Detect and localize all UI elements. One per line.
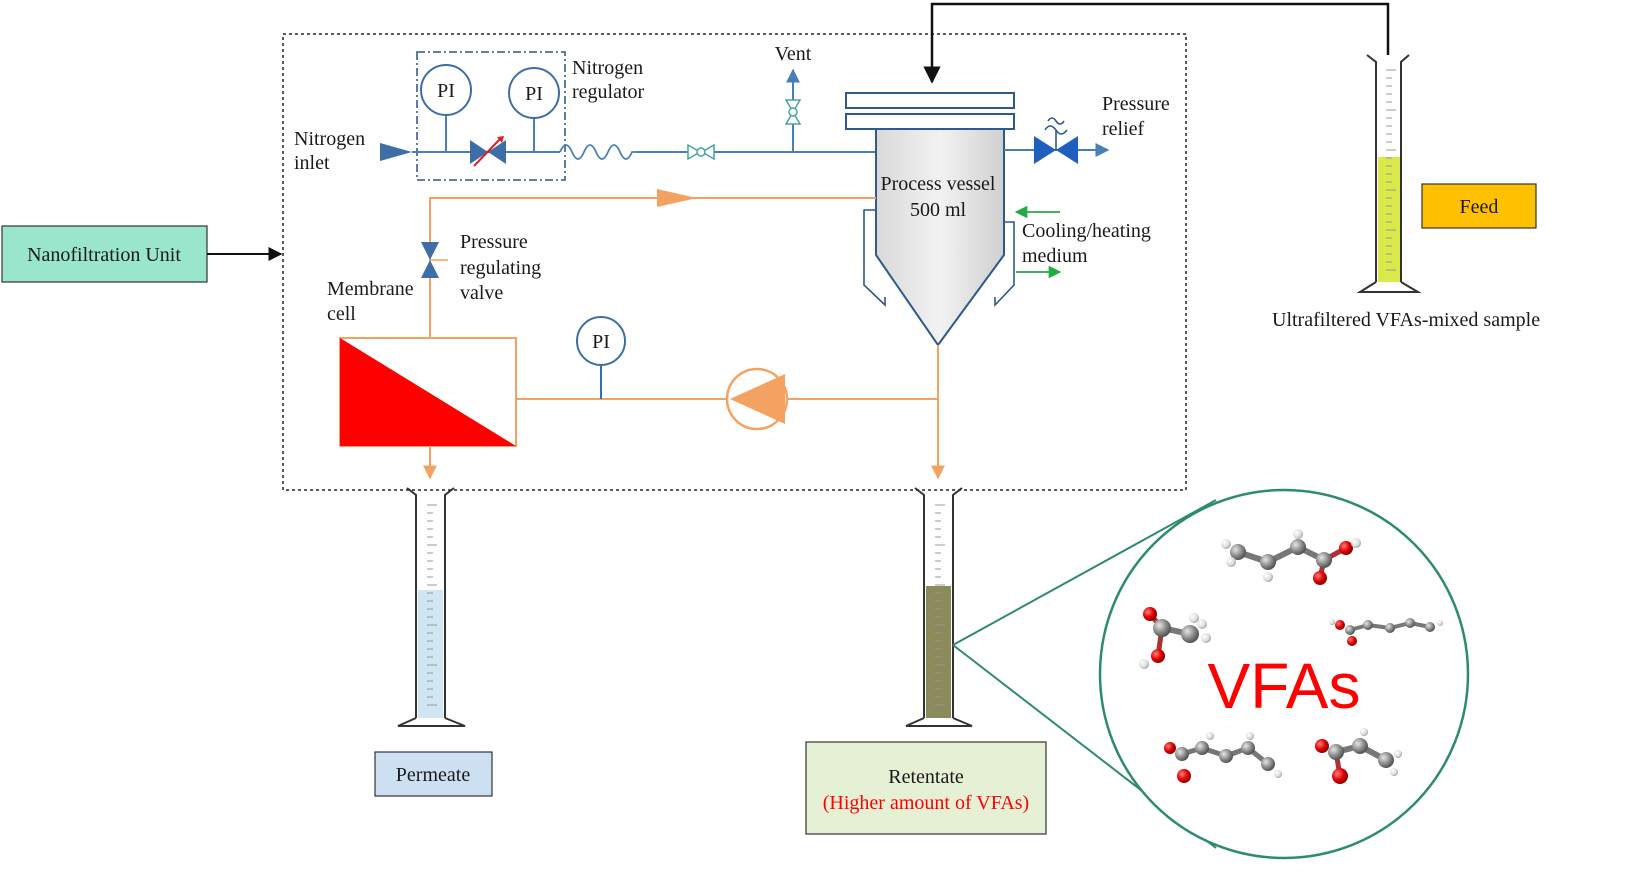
pressure-valve-label-2: regulating [460,257,541,279]
pump-icon [725,367,789,431]
vessel-lid-top [845,92,1015,109]
flow-arrow-icon [657,189,697,207]
retentate-cylinder [905,487,973,727]
pressure-indicator-icon [420,64,472,116]
retentate-label-1: Retentate [888,766,964,788]
molecule-icon [1315,728,1402,784]
retentate-liquid [926,586,951,718]
process-vessel-label-1: Process vessel [881,173,996,195]
pressure-indicator-3: PI [576,316,626,399]
molecule-icon [1139,607,1211,669]
vfa-label: VFAs [1208,650,1361,722]
nitrogen-regulator-label-1: Nitrogen [572,57,643,79]
retentate-label-2: (Higher amount of VFAs) [823,792,1029,814]
permeate-cylinder [397,487,466,727]
nitrogen-inlet-label-1: Nitrogen [294,128,365,150]
retentate-box [805,741,1047,835]
feed-label: Feed [1460,196,1499,218]
vent-label: Vent [775,43,812,65]
molecule-icon [1329,618,1443,646]
permeate-box [374,751,493,797]
unit-boundary [282,33,1187,491]
vent-check-valve-icon [784,99,802,125]
feed-box [1421,183,1537,229]
check-valve-icon [687,143,715,161]
nanofiltration-unit-label: Nanofiltration Unit [27,244,181,266]
feed-liquid [1378,157,1400,282]
pi-label-2: PI [525,83,543,105]
feed-line [923,2,1390,84]
pressure-valve-label-3: valve [460,282,503,304]
ball-valve-icon [1034,117,1078,164]
pi-label-3: PI [592,331,610,353]
needle-valve-icon [470,136,506,167]
vessel-jacket [863,209,1015,308]
cooling-label-2: medium [1022,245,1088,267]
ultrafiltered-label: Ultrafiltered VFAs-mixed sample [1272,309,1540,331]
vessel-lid-bottom [845,113,1015,130]
nitrogen-inlet-arrow [380,143,412,161]
nitrogen-regulator-label-2: regulator [572,81,645,103]
pressure-relief-label-1: Pressure [1102,93,1170,115]
permeate-label: Permeate [396,764,471,786]
pressure-indicator-icon [576,316,626,366]
pressure-regulating-valve-icon [421,242,448,278]
molecule-icon [1221,529,1361,585]
nitrogen-regulator-box [416,51,566,181]
nanofiltration-unit-box: Nanofiltration Unit [1,225,208,283]
membrane-label-1: Membrane [327,278,414,300]
membrane-cell [339,337,517,447]
pressure-valve-label-1: Pressure [460,231,528,253]
process-vessel [875,128,1005,347]
cooling-label-1: Cooling/heating [1022,220,1151,242]
zoom-line-top [952,499,1217,646]
pi-label-1: PI [437,80,455,102]
pressure-indicator-1: PI [420,64,472,152]
process-vessel-label-2: 500 ml [910,199,967,221]
pressure-relief-label-2: relief [1102,118,1145,140]
molecule-icon [1164,732,1282,783]
pressure-indicator-icon [508,67,560,119]
pressure-indicator-2: PI [508,67,560,152]
feed-cylinder [1356,54,1422,293]
vfa-zoom-circle [1098,488,1470,860]
membrane-label-2: cell [327,303,356,325]
nitrogen-inlet-label-2: inlet [294,152,330,174]
coil-icon [559,144,637,160]
retentate-return-line [429,197,876,338]
